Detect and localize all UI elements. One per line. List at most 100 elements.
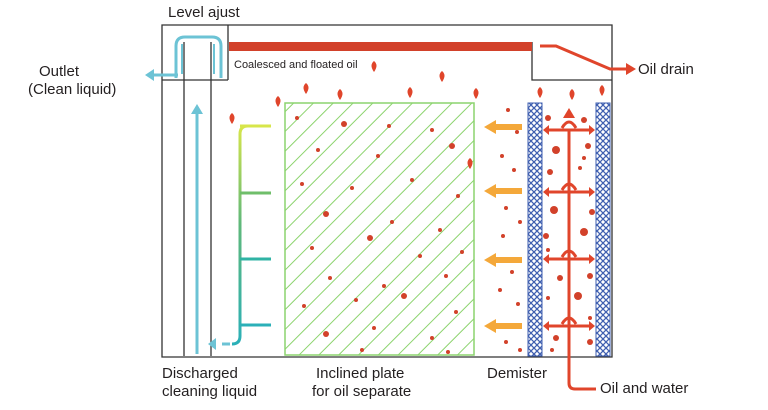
- oil-particle: [589, 209, 595, 215]
- oil-droplets: [229, 61, 605, 169]
- oil-particle: [518, 348, 522, 352]
- oil-particle: [552, 146, 560, 154]
- discharged-sublabel: cleaning liquid: [162, 383, 258, 400]
- oil-particle: [454, 310, 458, 314]
- oil-droplet: [303, 83, 309, 94]
- oil-particle: [582, 156, 586, 160]
- oil-droplet: [537, 87, 543, 98]
- oil-particle: [580, 228, 588, 236]
- inflow-arrow: [484, 184, 522, 198]
- inflow-arrow: [484, 319, 522, 333]
- oil-drain-pipe: [540, 44, 628, 71]
- oil-particle: [360, 348, 364, 352]
- discharge-standpipe: [183, 42, 230, 356]
- coalesced-oil-layer: [229, 42, 532, 51]
- oil-particle: [515, 130, 519, 134]
- distribution-arrows: [543, 108, 595, 331]
- oil-particle: [310, 246, 314, 250]
- oil-particle: [587, 273, 593, 279]
- oil-particle: [376, 154, 380, 158]
- oil-droplet: [439, 71, 445, 82]
- oil-particle: [518, 220, 522, 224]
- oil-droplet: [467, 158, 473, 169]
- oil-particles: [295, 108, 595, 354]
- oil-particle: [460, 250, 464, 254]
- oil-particle: [546, 296, 550, 300]
- oil-particle: [553, 335, 559, 341]
- oil-particle: [302, 304, 306, 308]
- oil-drain-arrow: [626, 63, 636, 75]
- inclined-plate-pack: [284, 102, 475, 356]
- level-adjust-outlet: [145, 35, 223, 81]
- oil-particle: [546, 248, 550, 252]
- inflow-arrows: [484, 120, 522, 333]
- demister: [527, 102, 611, 357]
- inflow-arrow: [484, 120, 522, 134]
- oil-drain-label: Oil drain: [638, 61, 694, 78]
- oil-particle: [585, 143, 591, 149]
- oil-droplet: [407, 87, 413, 98]
- oil-particle: [387, 124, 391, 128]
- oil-particle: [323, 211, 329, 217]
- discharge-arrow: [208, 338, 216, 350]
- discharged-label: Discharged: [162, 365, 238, 382]
- oil-particle: [545, 115, 551, 121]
- oil-particle: [574, 292, 582, 300]
- level-adjust-label: Level ajust: [168, 4, 240, 21]
- oil-particle: [367, 235, 373, 241]
- oil-particle: [547, 169, 553, 175]
- oil-particle: [418, 254, 422, 258]
- oil-particle: [401, 293, 407, 299]
- inflow-arrow: [484, 253, 522, 267]
- oil-particle: [430, 336, 434, 340]
- oil-particle: [557, 275, 563, 281]
- oil-particle: [316, 148, 320, 152]
- oil-water-inlet: [547, 120, 596, 391]
- oil-particle: [550, 348, 554, 352]
- oil-particle: [438, 228, 442, 232]
- oil-particle: [543, 233, 549, 239]
- oil-droplet: [337, 89, 343, 100]
- oil-droplet: [473, 88, 479, 99]
- oil-particle: [501, 234, 505, 238]
- outlet-label: Outlet: [39, 63, 80, 80]
- oil-particle: [500, 154, 504, 158]
- oil-particle: [498, 288, 502, 292]
- oil-particle: [410, 178, 414, 182]
- oil-droplet: [599, 85, 605, 96]
- inclined-plate-sublabel: for oil separate: [312, 383, 412, 400]
- oil-particle: [354, 298, 358, 302]
- oil-droplet: [229, 113, 235, 124]
- coalesced-oil-label: Coalesced and floated oil: [234, 59, 358, 71]
- oil-particle: [504, 340, 508, 344]
- oil-particle: [341, 121, 347, 127]
- oil-particle: [323, 331, 329, 337]
- oil-particle: [456, 194, 460, 198]
- oil-droplet: [569, 89, 575, 100]
- oil-particle: [328, 276, 332, 280]
- oil-particle: [430, 128, 434, 132]
- oil-particle: [444, 274, 448, 278]
- oil-droplet: [275, 96, 281, 107]
- oil-and-water-label: Oil and water: [600, 380, 689, 397]
- inclined-plate-label: Inclined plate: [316, 365, 405, 382]
- oil-particle: [578, 166, 582, 170]
- oil-particle: [506, 108, 510, 112]
- oil-particle: [588, 316, 592, 320]
- outlet-sublabel: (Clean liquid): [28, 81, 117, 98]
- oil-particle: [295, 116, 299, 120]
- oil-particle: [372, 326, 376, 330]
- demister-label: Demister: [487, 365, 548, 382]
- up-flow-arrow: [191, 104, 203, 114]
- outlet-arrow: [145, 69, 154, 81]
- oil-particle: [581, 117, 587, 123]
- oil-particle: [587, 339, 593, 345]
- oil-droplet: [371, 61, 377, 72]
- oil-particle: [510, 270, 514, 274]
- oil-particle: [550, 206, 558, 214]
- oil-particle: [449, 143, 455, 149]
- cleaning-nozzle-header: [231, 124, 271, 346]
- oil-particle: [512, 168, 516, 172]
